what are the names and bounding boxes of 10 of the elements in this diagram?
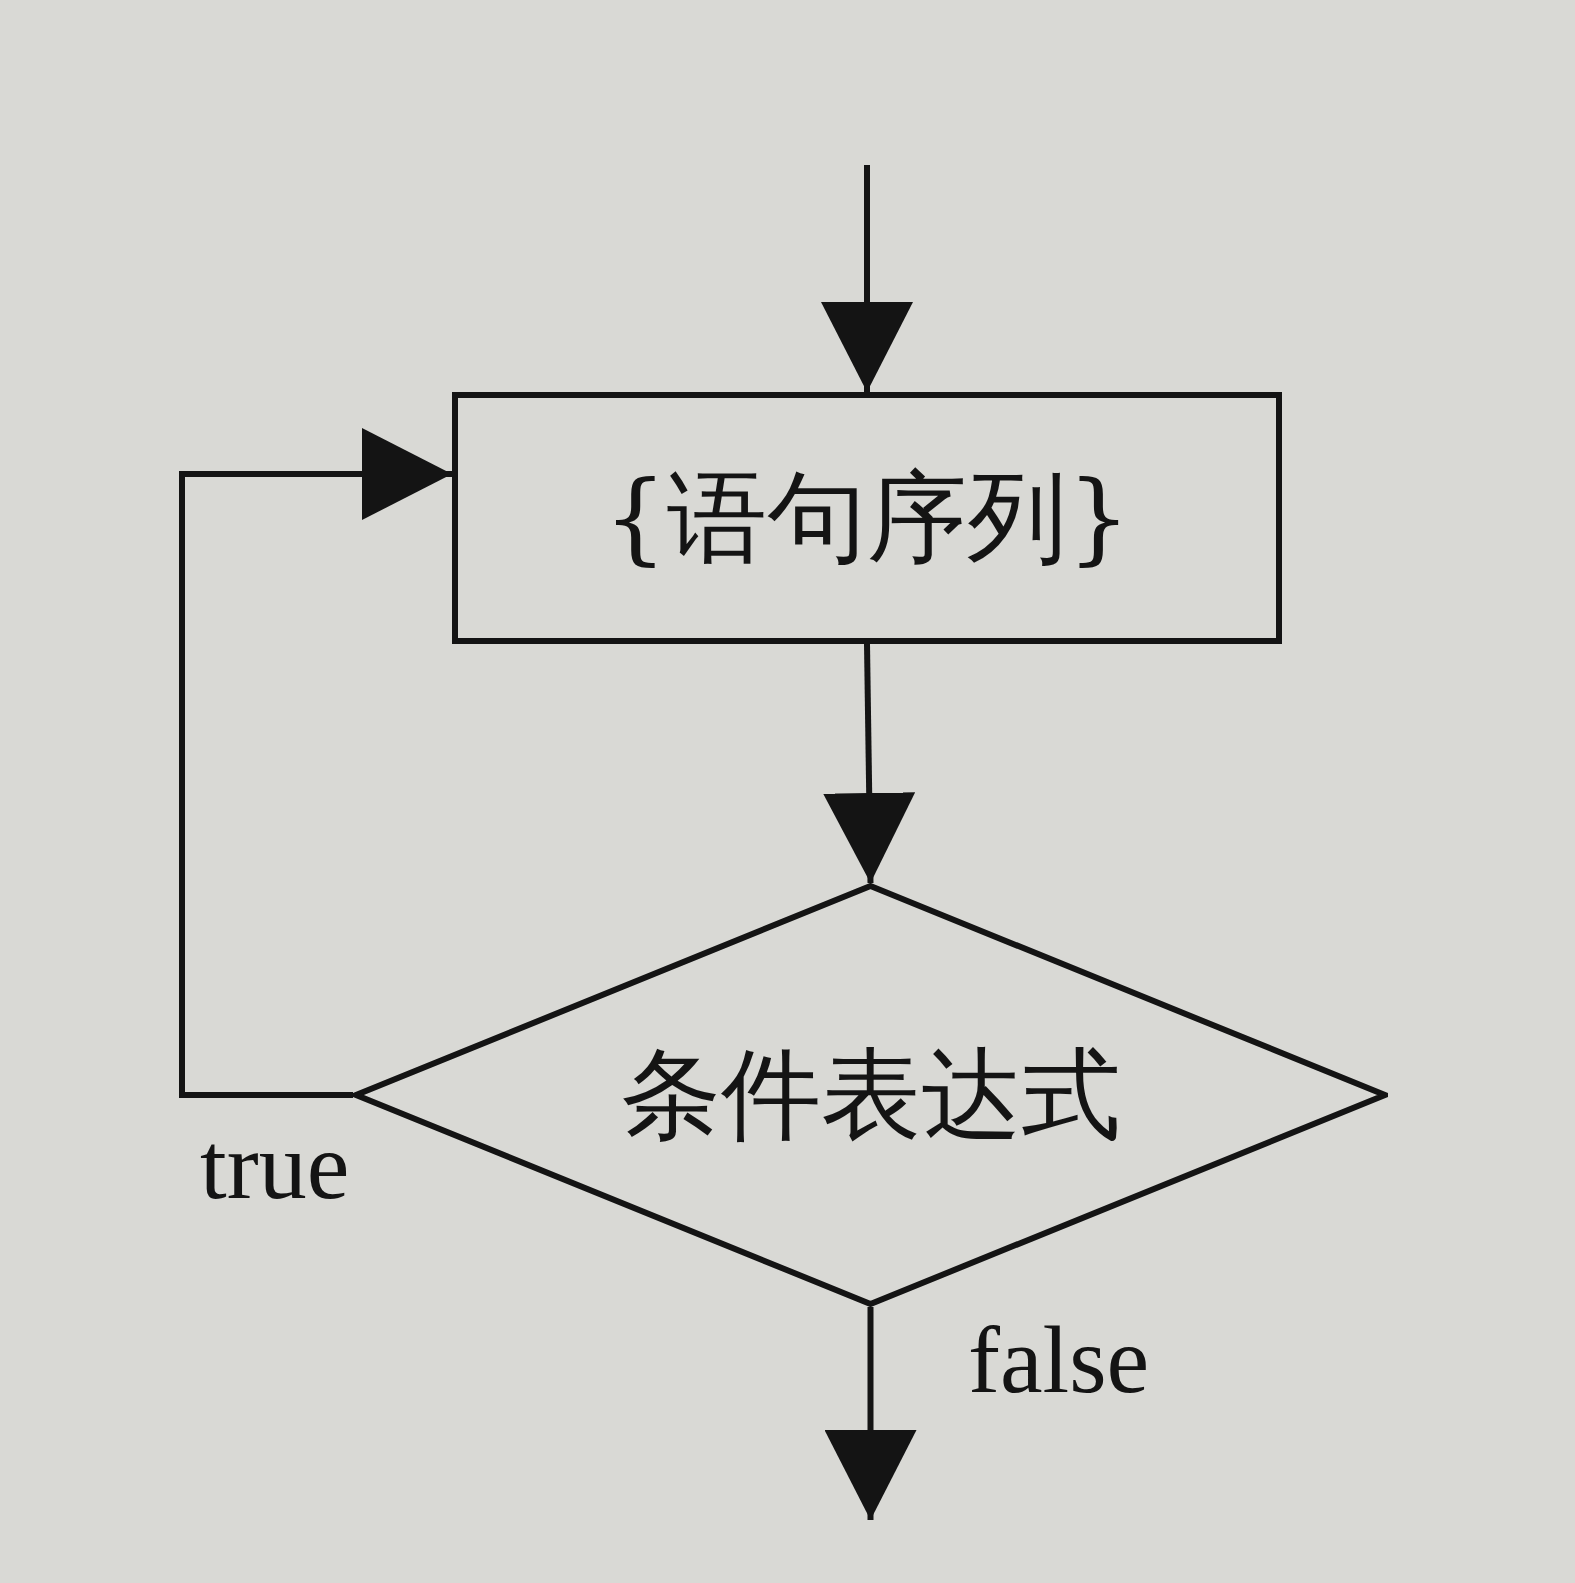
arrow — [179, 428, 452, 1098]
decision-diamond — [353, 883, 1388, 1307]
box-label: {语句序列} — [603, 468, 1131, 568]
arrow — [821, 165, 913, 392]
condition-label: 条件表达式 — [620, 1045, 1121, 1145]
edge-label: false — [968, 1312, 1150, 1408]
arrow — [823, 643, 916, 884]
process-box — [452, 392, 1282, 644]
arrow — [824, 1307, 917, 1520]
edge-label: true — [200, 1118, 350, 1214]
